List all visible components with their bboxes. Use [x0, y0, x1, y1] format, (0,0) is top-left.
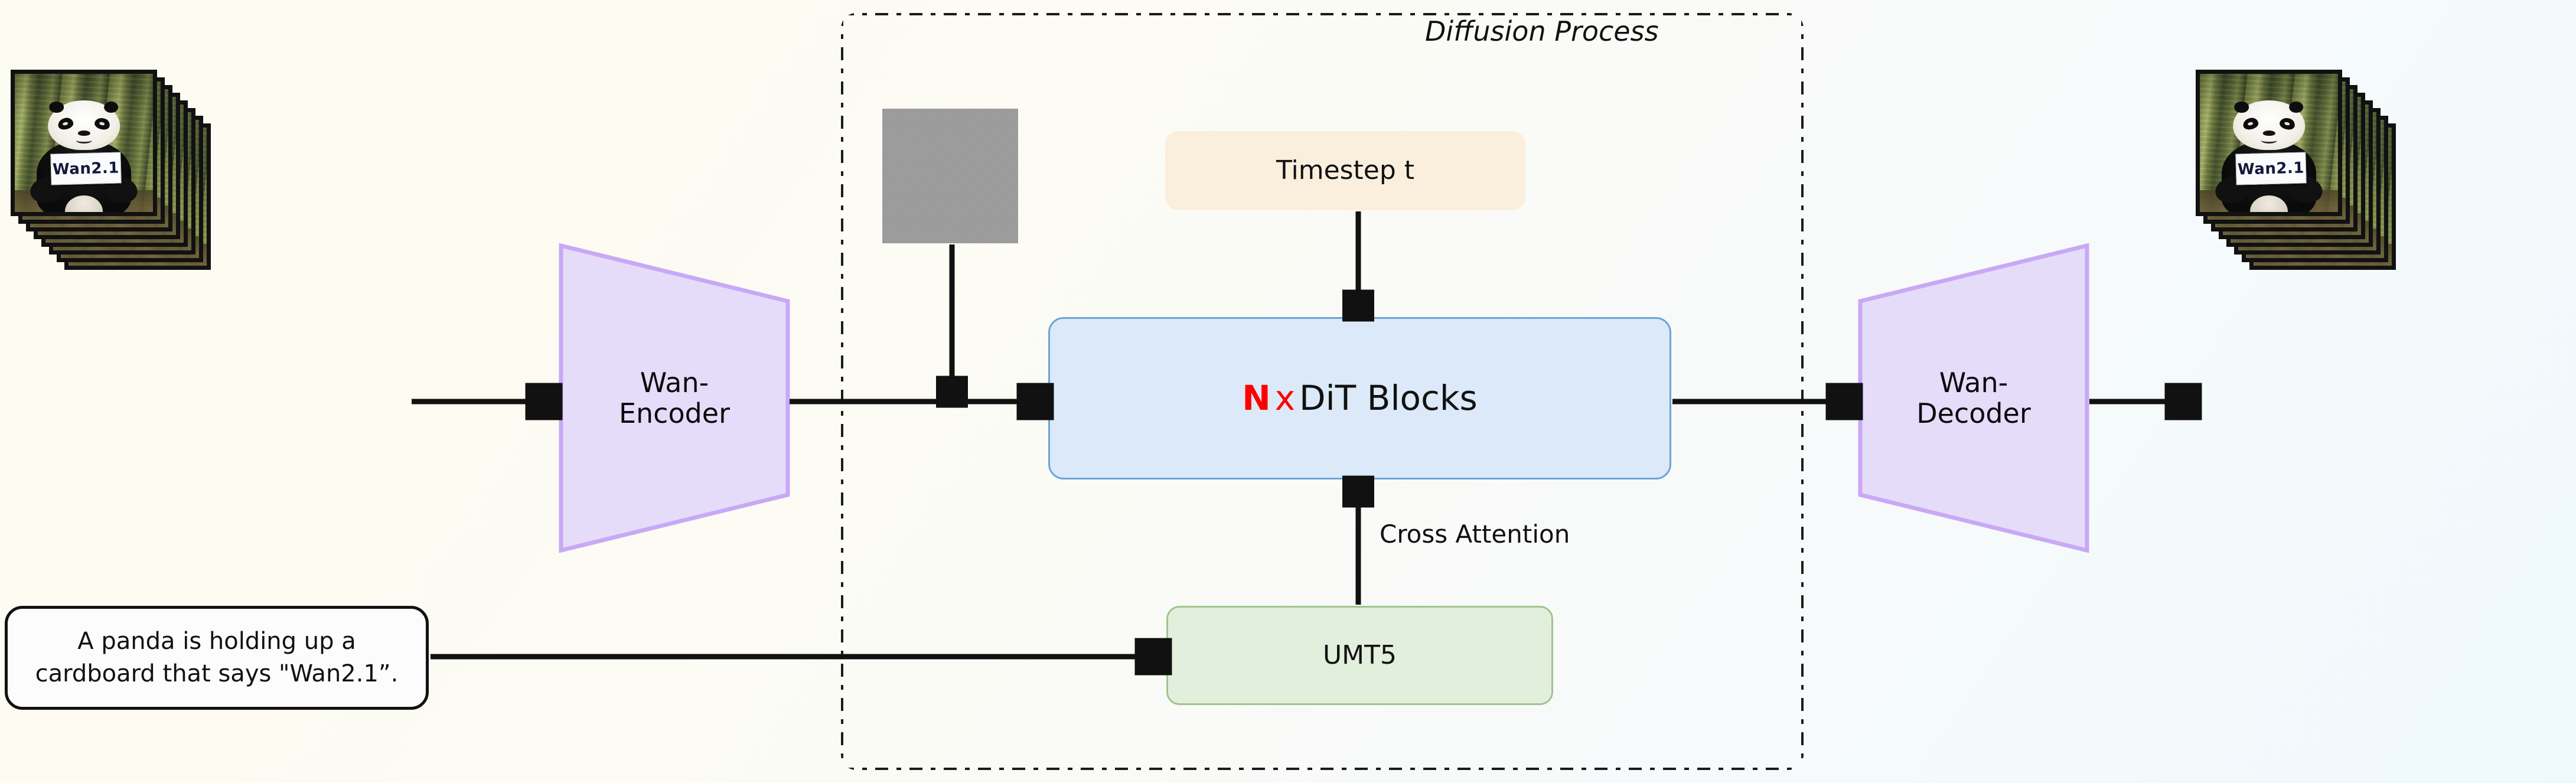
- panda-nose: [2262, 130, 2275, 136]
- prompt-textbox[interactable]: A panda is holding up a cardboard that s…: [5, 606, 429, 710]
- panda-eye-right: [93, 116, 111, 132]
- timestep-label: Timestep t: [1276, 155, 1415, 185]
- panda-nose: [77, 130, 90, 136]
- panda-ear-right: [2289, 101, 2304, 113]
- dit-blocks-text: DiT Blocks: [1299, 377, 1478, 418]
- prompt-text: A panda is holding up a cardboard that s…: [20, 625, 414, 690]
- panda-head: [48, 100, 120, 151]
- encoder-shape: [559, 243, 790, 553]
- panda-eye-left: [57, 116, 74, 132]
- gaussian-noise-latent: [882, 109, 1018, 243]
- video-frame-front: Wan2.1: [2196, 70, 2342, 216]
- umt5-text-encoder-box[interactable]: UMT5: [1166, 606, 1553, 705]
- panda-eye-left: [2242, 116, 2259, 132]
- cardboard-sign-text: Wan2.1: [2237, 158, 2305, 178]
- video-frame-front: Wan2.1: [11, 70, 157, 216]
- dit-times-symbol: x: [1274, 377, 1296, 418]
- input-video-frames: Wan2.1: [11, 70, 211, 270]
- panda-ear-left: [49, 101, 64, 113]
- cross-attention-label: Cross Attention: [1380, 520, 1570, 549]
- panda-ear-left: [2234, 101, 2249, 113]
- panda-belly: [2250, 195, 2288, 212]
- decoder-label-line1: Wan-: [1939, 366, 2008, 399]
- panda-head: [2233, 100, 2305, 151]
- decoder-label: Wan- Decoder: [1857, 242, 2091, 554]
- cardboard-sign: Wan2.1: [50, 152, 122, 185]
- panda-eye-right: [2278, 116, 2296, 132]
- cardboard-sign-text: Wan2.1: [52, 158, 120, 178]
- panda-belly: [65, 195, 103, 212]
- diffusion-process-label: Diffusion Process: [1425, 15, 1659, 47]
- wan-decoder-block[interactable]: Wan- Decoder: [1857, 242, 2091, 554]
- encoder-label-line1: Wan-: [640, 366, 709, 399]
- umt5-label: UMT5: [1322, 640, 1397, 670]
- encoder-label: Wan- Encoder: [557, 242, 791, 554]
- timestep-box[interactable]: Timestep t: [1165, 131, 1525, 210]
- encoder-label-line2: Encoder: [618, 397, 731, 429]
- dit-n-multiplier: N: [1242, 377, 1271, 418]
- cardboard-sign: Wan2.1: [2235, 152, 2307, 185]
- panda-mouth: [76, 137, 92, 143]
- wan-encoder-block[interactable]: Wan- Encoder: [557, 242, 791, 554]
- prompt-line-2: cardboard that says "Wan2.1”.: [35, 660, 399, 687]
- panda-ear-right: [104, 101, 119, 113]
- decoder-label-line2: Decoder: [1916, 397, 2031, 429]
- panda-mouth: [2261, 137, 2277, 143]
- output-video-frames: Wan2.1: [2196, 70, 2396, 270]
- decoder-shape: [1858, 243, 2089, 553]
- prompt-line-1: A panda is holding up a: [77, 627, 356, 655]
